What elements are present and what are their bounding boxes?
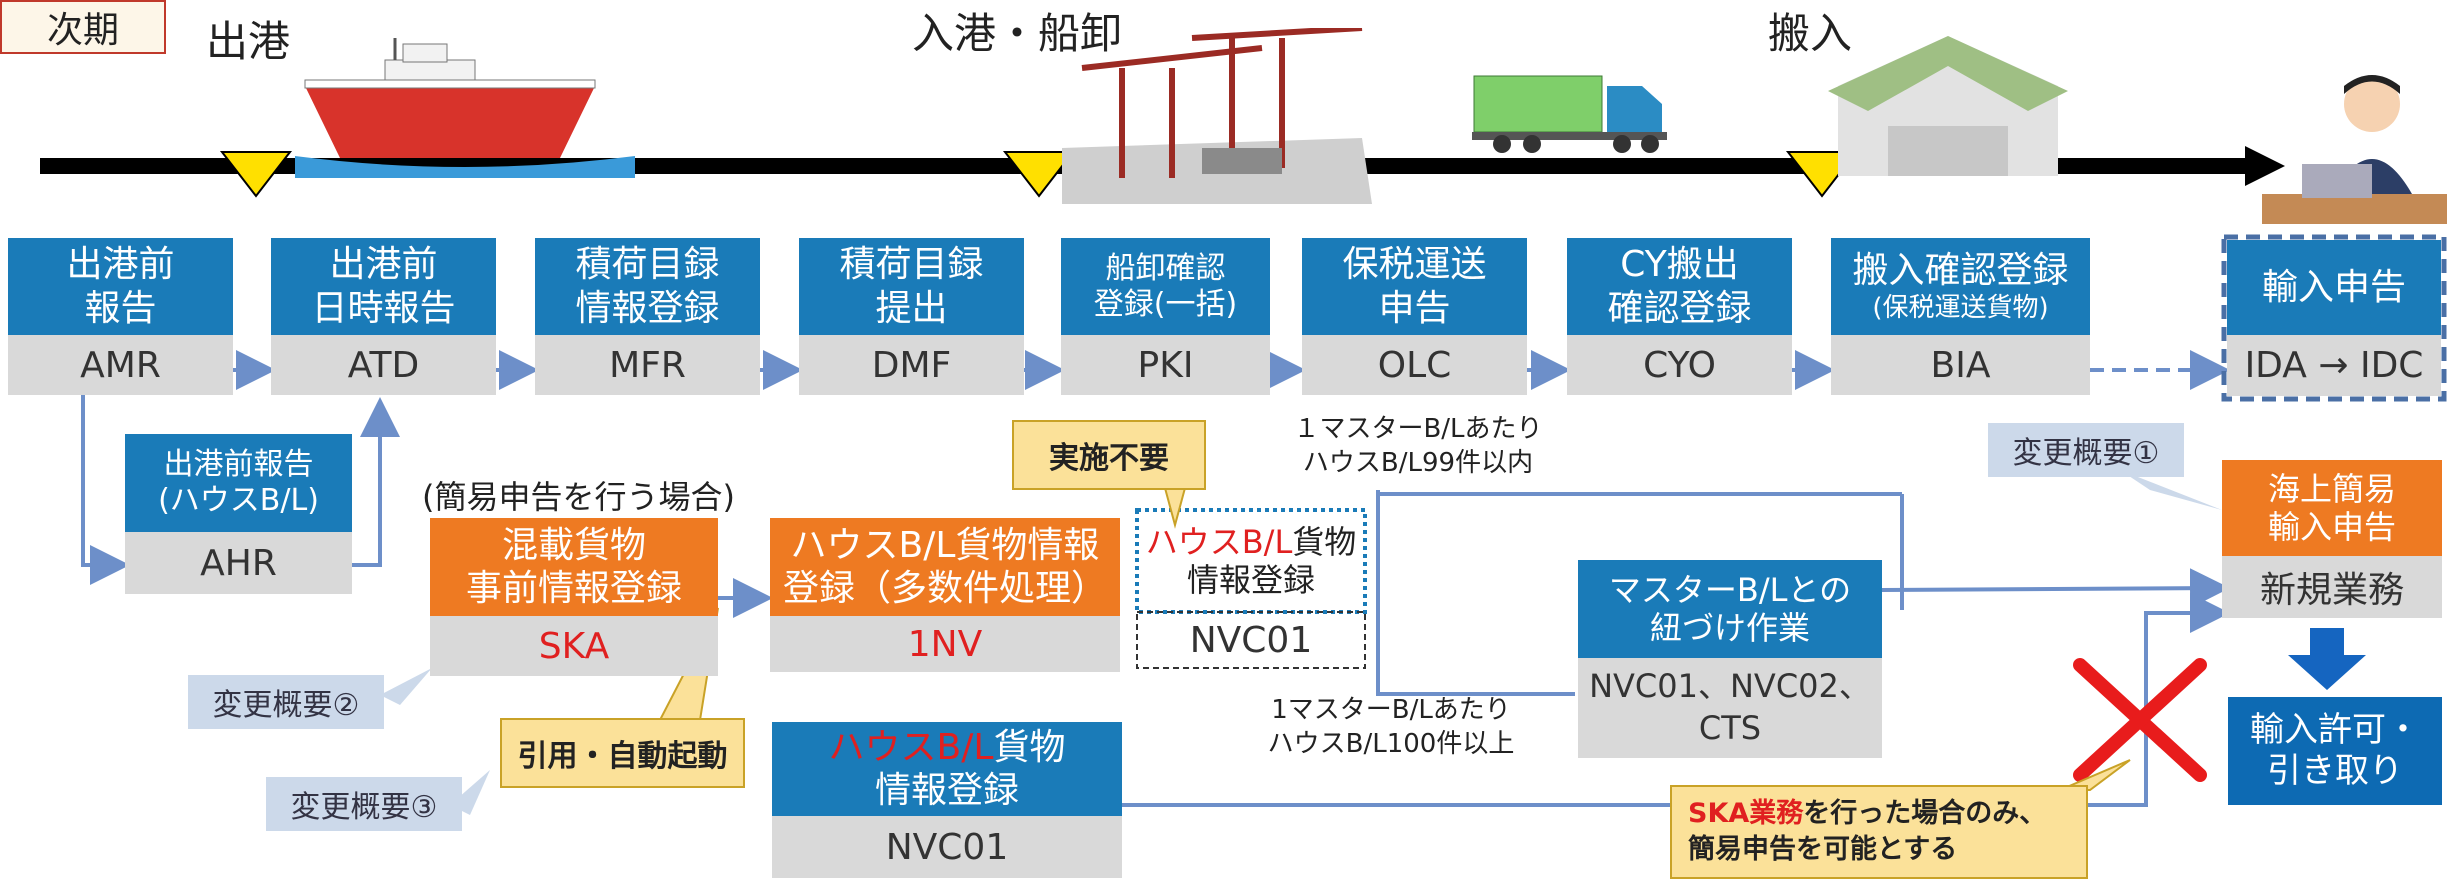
process-title-line2: 報告	[84, 287, 157, 329]
stage-carryin-label: 搬入	[1768, 9, 1853, 58]
truck-icon	[1472, 75, 1667, 153]
process-title-line2: 登録(一括)	[1093, 286, 1238, 322]
condition-over-100-line2: ハウスB/L100件以上	[1267, 728, 1515, 759]
warehouse-icon	[1828, 36, 2068, 176]
process-title-line2: 情報登録	[575, 287, 720, 329]
process-code: CYO	[1567, 335, 1792, 395]
condition-over-100: 1マスターB/Lあたり ハウスB/L100件以上	[1252, 694, 1530, 762]
ska-condition-note: (簡易申告を行う場合)	[422, 478, 735, 516]
process-code: IDA → IDC	[2227, 335, 2441, 396]
callout-ska-rest: を行った場合のみ、	[1803, 797, 2047, 829]
condition-under-99: １マスターB/Lあたり ハウスB/L99件以内	[1268, 413, 1568, 481]
process-title-line2: 提出	[875, 287, 948, 329]
change-note-2-text: 変更概要②	[212, 688, 360, 723]
down-arrow-icon	[2288, 628, 2366, 690]
process-code-line1: NVC01、NVC02、	[1589, 667, 1871, 706]
process-title-line2: (保税運送貨物)	[1872, 292, 2049, 323]
marker-departure	[219, 151, 293, 198]
condition-under-99-line2: ハウスB/L99件以内	[1302, 447, 1534, 478]
process-title-line1: 積荷目録	[575, 244, 720, 286]
process-title-line1: 船卸確認	[1105, 250, 1226, 286]
callout-not-needed-text: 実施不要	[1049, 441, 1169, 476]
change-note-1: 変更概要①	[1988, 423, 2184, 477]
callout-not-needed: 実施不要	[1012, 420, 1206, 490]
permit-line2: 引き取り	[2267, 751, 2403, 791]
process-title-line1: 出港前	[329, 244, 438, 286]
process-code: MFR	[535, 335, 760, 395]
permit-line1: 輸入許可・	[2250, 710, 2420, 751]
process-code: BIA	[1831, 335, 2090, 395]
process-code: AHR	[125, 532, 352, 594]
process-code: ATD	[271, 335, 496, 395]
process-title-line1: 混載貨物	[501, 524, 646, 566]
process-title-line2: 情報登録	[874, 770, 1019, 811]
stage-departure-label: 出港	[206, 17, 291, 66]
change-note-3-text: 変更概要③	[290, 790, 438, 825]
change-note-1-text: 変更概要①	[2012, 436, 2160, 471]
process-title: 輸入申告	[2227, 240, 2441, 335]
process-title-rest: 貨物	[1292, 522, 1357, 561]
process-title-line1: 出港前	[66, 244, 175, 286]
process-title-line1: 保税運送	[1342, 244, 1487, 286]
process-code: 1NV	[770, 616, 1120, 672]
marker-arrival	[1002, 151, 1076, 198]
process-code: AMR	[8, 335, 233, 395]
process-title-line1: CY搬出	[1620, 244, 1739, 286]
callout-ska-only: SKA業務を行った場合のみ、 簡易申告を可能とする	[1670, 785, 2088, 879]
process-title-line2: 情報登録	[1186, 561, 1315, 599]
process-code: SKA	[430, 616, 718, 676]
callout-ska-line1: SKA業務を行った場合のみ、	[1688, 796, 2046, 832]
process-title-rest: 貨物	[993, 726, 1066, 768]
process-title-line1: マスターB/Lとの	[1608, 570, 1852, 609]
condition-under-99-line1: １マスターB/Lあたり	[1293, 414, 1543, 444]
operator-icon	[2262, 75, 2447, 224]
callout-auto-start: 引用・自動起動	[500, 718, 745, 788]
process-title-line1: 出港前報告	[163, 447, 314, 482]
process-title-line1: 海上簡易	[2267, 469, 2396, 508]
change-note-2: 変更概要②	[188, 675, 384, 729]
process-code: NVC01、NVC02、 CTS	[1578, 658, 1882, 758]
process-title-highlight: ハウスB/L	[1145, 522, 1293, 561]
port-crane-icon	[1062, 28, 1372, 204]
callout-ska-highlight: SKA業務	[1688, 797, 1804, 829]
process-code: OLC	[1302, 335, 1527, 395]
process-title-line2: 紐づけ作業	[1649, 609, 1810, 647]
process-code: 新規業務	[2222, 556, 2442, 618]
callout-ska-line2: 簡易申告を可能とする	[1688, 834, 1958, 865]
process-title-line2: 輸入申告	[2267, 508, 2396, 546]
ship-icon	[295, 38, 635, 178]
phase-tag-label: 次期	[46, 10, 119, 51]
phase-tag: 次期	[0, 0, 166, 54]
process-code: NVC01	[1139, 614, 1363, 666]
process-title-line2: 登録（多数件処理）	[782, 568, 1107, 609]
callout-auto-start-text: 引用・自動起動	[517, 739, 728, 774]
timeline-arrowhead	[2245, 146, 2285, 186]
process-title-line1: ハウスB/L貨物情報	[790, 524, 1100, 566]
process-title-line2: 申告	[1378, 287, 1451, 329]
process-title-line2: 日時報告	[311, 287, 456, 329]
process-code-line2: CTS	[1698, 709, 1762, 747]
change-note-3: 変更概要③	[266, 777, 462, 831]
process-title-highlight: ハウスB/L	[828, 726, 994, 768]
process-title-line1: ハウスB/L貨物	[829, 726, 1066, 769]
process-title-line1: ハウスB/L貨物	[1146, 523, 1357, 561]
process-title-line2: 確認登録	[1607, 287, 1752, 329]
condition-over-100-line1: 1マスターB/Lあたり	[1271, 695, 1511, 725]
process-title-line2: (ハウスB/L)	[158, 483, 319, 518]
process-code: NVC01	[772, 816, 1122, 878]
process-title-line1: 積荷目録	[839, 244, 984, 286]
import-permit-box[interactable]: 輸入許可・ 引き取り	[2228, 697, 2442, 805]
process-title-line1: 搬入確認登録	[1852, 250, 2069, 292]
prohibit-x	[2073, 658, 2207, 782]
process-code: DMF	[799, 335, 1024, 395]
stage-arrival-label: 入港・船卸	[912, 9, 1123, 58]
process-title-line2: 事前情報登録	[465, 568, 682, 609]
process-code: PKI	[1061, 335, 1270, 395]
